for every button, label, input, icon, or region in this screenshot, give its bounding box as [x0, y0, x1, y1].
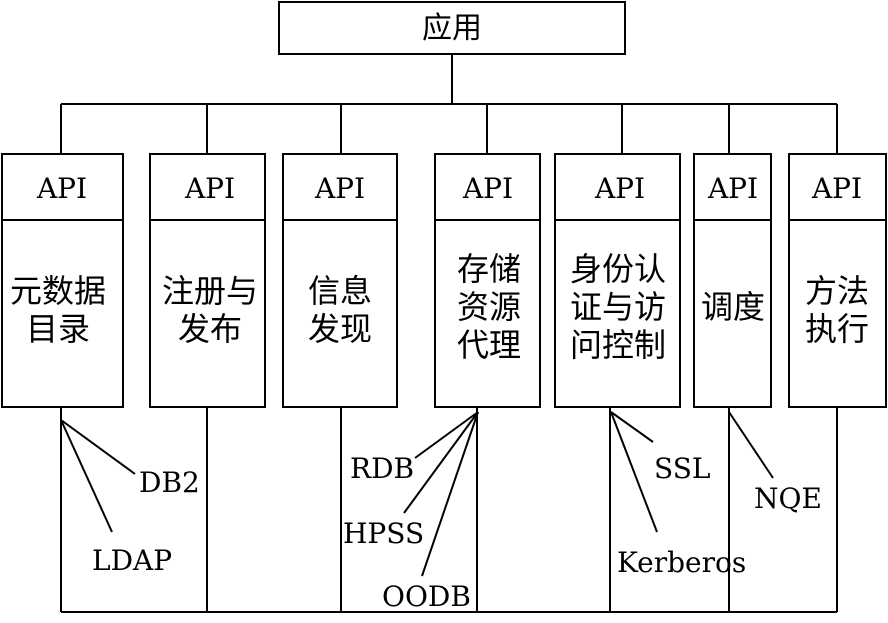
module-label-line: 方法	[805, 272, 869, 310]
backend-label-ldap: LDAP	[92, 544, 172, 577]
backend-label-nqe: NQE	[754, 482, 822, 515]
module-storage-resource-proxy: API 存储 资源 代理	[434, 153, 541, 408]
backend-connectors	[60, 407, 838, 613]
backend-label-hpss: HPSS	[343, 517, 424, 550]
backend-label-rdb: RDB	[350, 452, 414, 485]
module-method-execution: API 方法 执行	[788, 153, 887, 408]
module-box	[1, 219, 124, 408]
backend-label-ssl: SSL	[654, 452, 710, 485]
module-label-line: 调度	[701, 288, 765, 326]
module-authentication-access-control: API 身份认 证与访 问控制	[554, 153, 681, 408]
api-label: API	[811, 172, 862, 205]
api-box	[788, 153, 887, 221]
module-label-line: 身份认	[570, 250, 666, 288]
api-label: API	[462, 172, 513, 205]
backend-label-kerberos: Kerberos	[617, 546, 746, 579]
module-box	[693, 219, 772, 408]
api-label: API	[707, 172, 758, 205]
module-box	[282, 219, 398, 408]
module-box	[788, 219, 887, 408]
api-label: API	[184, 172, 235, 205]
application-box	[278, 1, 626, 55]
application-label: 应用	[422, 11, 482, 46]
module-label-line: 存储	[457, 250, 521, 288]
backend-label-db2: DB2	[139, 466, 200, 499]
module-label-line: 问控制	[570, 326, 666, 364]
module-box	[434, 219, 541, 408]
backends-metadata-catalog: DB2 LDAP	[60, 419, 200, 577]
module-metadata-catalog: API 元数据 目录	[1, 153, 124, 408]
application-node: 应用	[278, 1, 626, 55]
module-box	[554, 219, 681, 408]
module-label-line: 发布	[178, 310, 242, 348]
backends-authentication-access-control: SSL Kerberos	[610, 411, 746, 579]
module-label-line: 元数据	[10, 272, 106, 310]
api-box	[693, 153, 772, 221]
api-label: API	[314, 172, 365, 205]
module-label-line: 执行	[805, 310, 869, 348]
backend-label-oodb: OODB	[382, 580, 471, 613]
module-registration-publishing: API 注册与 发布	[149, 153, 266, 408]
top-connectors	[60, 54, 838, 154]
api-label: API	[594, 172, 645, 205]
module-information-discovery: API 信息 发现	[282, 153, 398, 408]
api-label: API	[36, 172, 87, 205]
module-label-line: 目录	[26, 310, 90, 348]
module-scheduling: API 调度	[693, 153, 772, 408]
module-label-line: 注册与	[162, 272, 258, 310]
module-label-line: 资源	[457, 288, 521, 326]
backends-scheduling: NQE	[728, 411, 822, 515]
backends-storage-resource-proxy: RDB HPSS OODB	[343, 411, 479, 613]
module-label-line: 证与访	[570, 288, 666, 326]
api-box	[434, 153, 541, 221]
module-label-line: 发现	[308, 310, 372, 348]
module-label-line: 代理	[457, 326, 521, 364]
module-label-line: 信息	[308, 272, 372, 310]
